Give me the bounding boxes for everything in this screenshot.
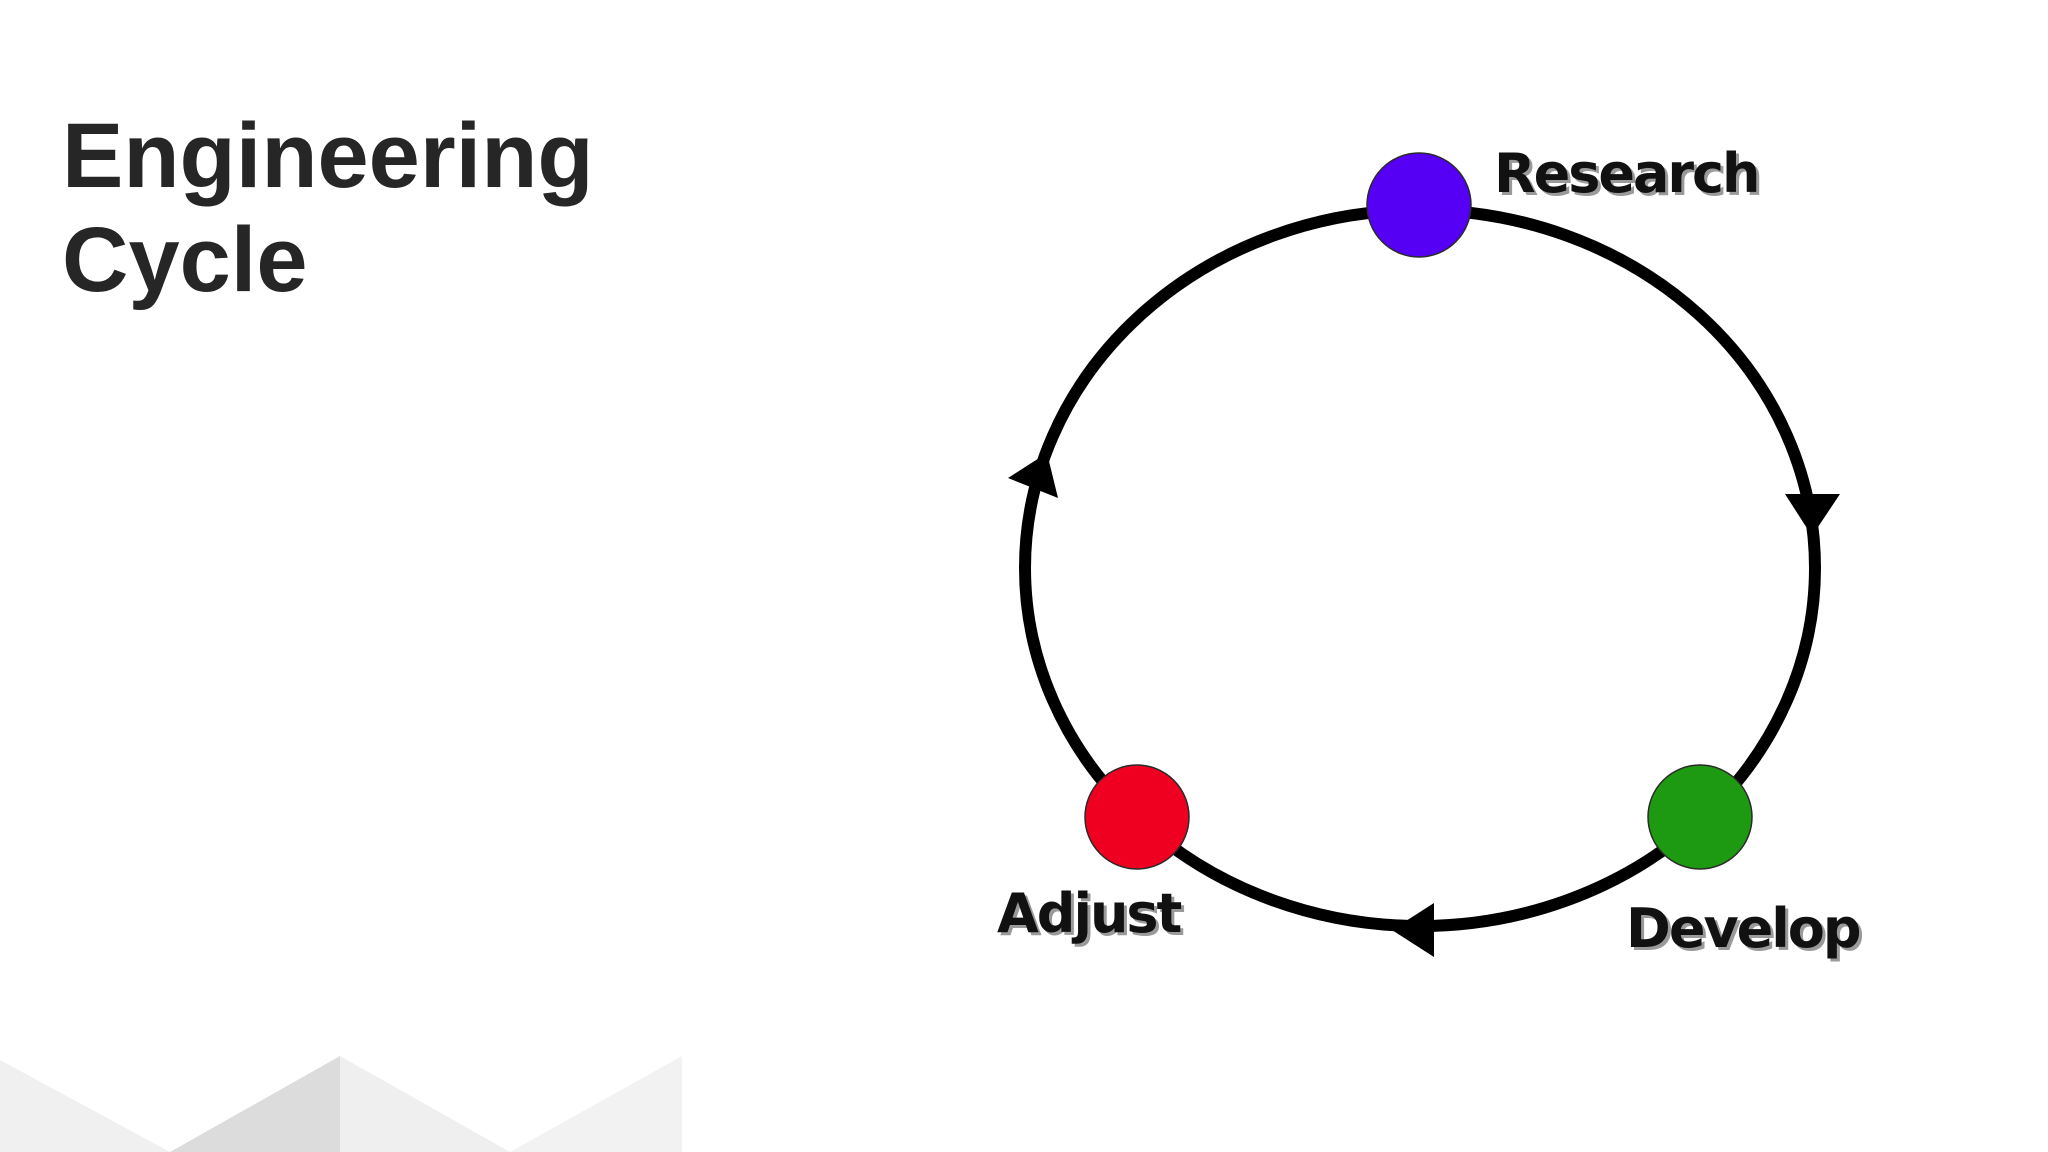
node-develop <box>1647 764 1753 870</box>
decor-shapes <box>0 1056 682 1152</box>
arrow-research-to-develop <box>1785 494 1840 536</box>
node-research <box>1366 152 1472 258</box>
label-develop: Develop <box>1626 897 1860 960</box>
decor-shape-light-mid <box>340 1056 510 1152</box>
arrow-develop-to-adjust <box>1392 903 1434 957</box>
decor-shape-light-right <box>510 1056 682 1152</box>
label-develop-shadow: Develop <box>1629 900 1863 963</box>
decor-shape-dark <box>170 1056 340 1152</box>
slide-title: Engineering Cycle <box>62 104 594 312</box>
label-adjust: Adjust <box>997 882 1182 945</box>
arrow-adjust-to-research <box>1008 453 1058 498</box>
label-research-shadow: Research <box>1497 145 1762 208</box>
label-research: Research <box>1494 142 1759 205</box>
label-adjust-shadow: Adjust <box>1000 885 1185 948</box>
title-line-1: Engineering <box>62 105 594 207</box>
node-adjust <box>1084 764 1190 870</box>
decor-shape-light-left <box>0 1060 170 1152</box>
title-line-2: Cycle <box>62 209 308 311</box>
